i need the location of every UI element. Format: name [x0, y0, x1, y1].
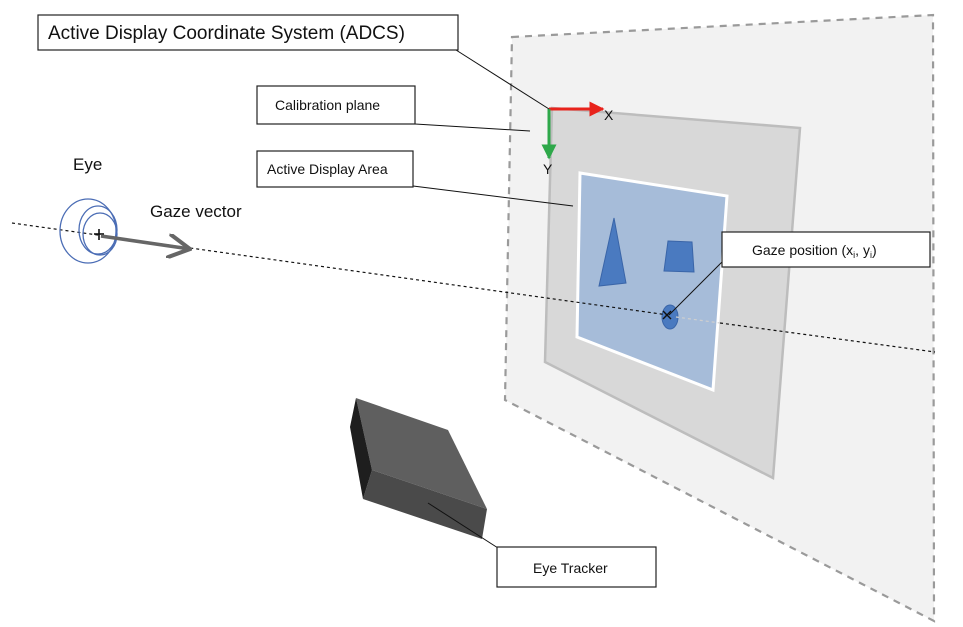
eye-label: Eye — [73, 155, 102, 174]
active-display-area-callout-box — [256, 150, 414, 188]
gaze-position-leader-line — [668, 261, 723, 316]
eye-icon — [59, 198, 118, 264]
gaze-position-marker-icon — [662, 310, 672, 320]
eye-tracker-label: Eye Tracker — [533, 560, 608, 576]
x-axis-label: X — [604, 107, 614, 123]
active-display-area-label: Active Display Area — [267, 161, 388, 177]
eye-tracker-leader-line — [427, 502, 499, 549]
eye-tracker-callout-box — [496, 546, 657, 588]
calibration-leader-line — [414, 123, 531, 132]
adcs-title: Active Display Coordinate System (ADCS) — [48, 23, 405, 44]
gaze-ray-behind-plane — [675, 316, 721, 324]
adcs-leader-line — [455, 49, 550, 110]
gaze-ray-continuation — [719, 322, 936, 353]
triangle-shape — [598, 217, 627, 287]
gaze-vector-label: Gaze vector — [150, 202, 242, 221]
eye-tracker-device — [350, 398, 487, 539]
calibration-plane-label: Calibration plane — [275, 97, 380, 113]
gaze-position-callout-box — [721, 231, 931, 268]
calibration-plane-callout-box — [256, 85, 416, 125]
y-axis-label: Y — [543, 161, 553, 177]
gaze-vector-arrow — [100, 236, 190, 249]
gaze-position-label: Gaze position (xi, yi) — [752, 242, 877, 260]
adcs-callout-box — [37, 14, 459, 51]
active-area-leader-line — [412, 185, 574, 207]
trapezoid-shape — [663, 240, 695, 273]
